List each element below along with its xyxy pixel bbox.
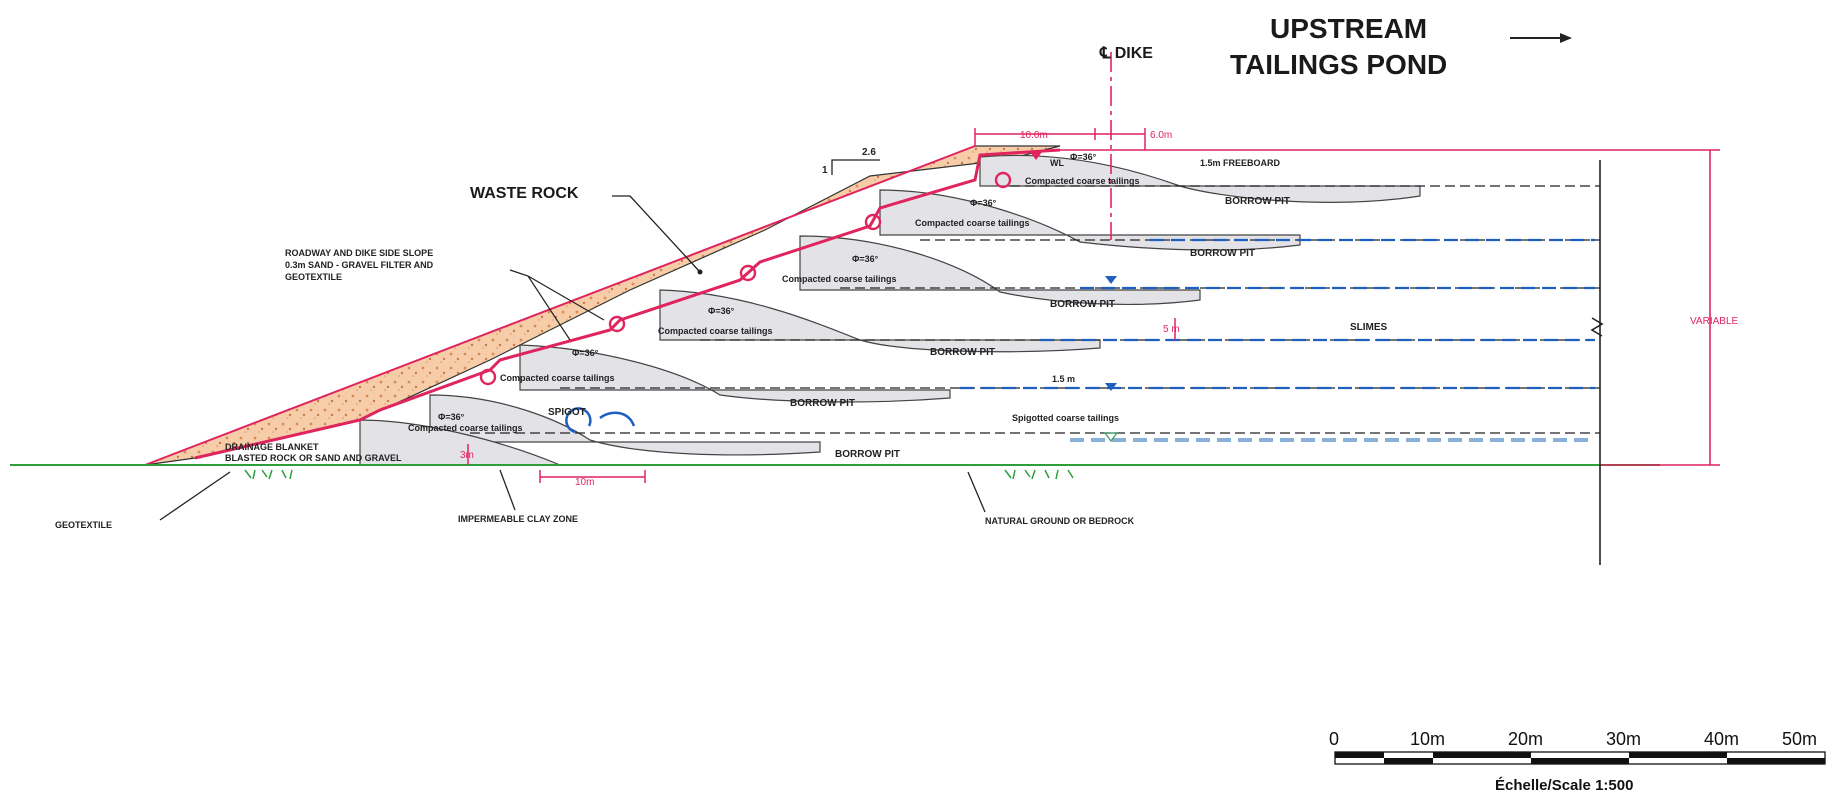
spigot-label: SPIGOT	[548, 407, 586, 418]
dike-centerline-label: ℄ DIKE	[1099, 45, 1153, 62]
scale-tick-30: 30m	[1606, 729, 1641, 749]
natural-ground-leader	[967, 471, 986, 513]
borrow-pit-6: BORROW PIT	[835, 449, 900, 460]
title-line2: TAILINGS POND	[1230, 49, 1447, 80]
spigotted-tailings-label: Spigotted coarse tailings	[1012, 413, 1119, 423]
drainage-label-line2: BLASTED ROCK OR SAND AND GRAVEL	[225, 453, 402, 463]
title-line1: UPSTREAM	[1270, 13, 1427, 44]
roadway-label-line3: GEOTEXTILE	[285, 272, 342, 282]
phi-label-1: Φ=36°	[1070, 152, 1097, 162]
outer-slope-ratio	[831, 159, 880, 175]
drainage-label-line1: DRAINAGE BLANKET	[225, 442, 319, 452]
compacted-tailings-4: Compacted coarse tailings	[658, 326, 773, 336]
variable-dimension	[1060, 149, 1720, 466]
dike-inner-profile	[194, 148, 1061, 460]
upstream-arrow-icon	[1510, 33, 1572, 43]
phi-label-6: Φ=36°	[438, 412, 465, 422]
drain-height-label: 3m	[460, 450, 474, 461]
break-symbol	[1590, 317, 1604, 337]
compacted-tailings-6: Compacted coarse tailings	[408, 423, 523, 433]
scale-caption: Échelle/Scale 1:500	[1495, 777, 1633, 794]
beach-offset-label: 1.5 m	[1052, 374, 1075, 384]
clay-zone-leader	[499, 469, 516, 511]
wl-label: WL	[1050, 158, 1064, 168]
roadway-label-line1: ROADWAY AND DIKE SIDE SLOPE	[285, 248, 433, 258]
crest-left-dimension: 10.0m	[1020, 130, 1048, 141]
spigot-pipe-icon	[565, 407, 636, 434]
borrow-pit-2: BORROW PIT	[1190, 248, 1255, 259]
compacted-tailings-1: Compacted coarse tailings	[1025, 176, 1140, 186]
compacted-tailings-5: Compacted coarse tailings	[500, 373, 615, 383]
slimes-blue-lines	[960, 238, 1595, 390]
borrow-pit-4: BORROW PIT	[930, 347, 995, 358]
scale-tick-0: 0	[1329, 729, 1339, 749]
phi-label-3: Φ=36°	[852, 254, 879, 264]
compacted-tailings-3: Compacted coarse tailings	[782, 274, 897, 284]
outer-filter-line	[144, 145, 976, 466]
roadway-leader	[509, 269, 605, 341]
outer-slope-run: 2.6	[862, 147, 876, 158]
clay-zone-dimension	[539, 470, 646, 483]
borrow-pit-3: BORROW PIT	[1050, 299, 1115, 310]
grass-tufts	[244, 469, 1074, 480]
variable-label: VARIABLE	[1690, 316, 1738, 327]
crest-right-dimension: 6.0m	[1150, 130, 1172, 141]
crest-dimension	[974, 128, 1146, 150]
borrow-pit-5: BORROW PIT	[790, 398, 855, 409]
scale-tick-40: 40m	[1704, 729, 1739, 749]
scale-tick-50: 50m	[1782, 729, 1817, 749]
compacted-tailings-2: Compacted coarse tailings	[915, 218, 1030, 228]
geotextile-label: GEOTEXTILE	[55, 520, 112, 530]
waste-rock-leader	[612, 195, 701, 273]
phi-label-4: Φ=36°	[708, 306, 735, 316]
spigot-points	[479, 171, 1012, 386]
borrow-pit-1: BORROW PIT	[1225, 196, 1290, 207]
tailings-lenses	[359, 154, 1421, 466]
scale-tick-20: 20m	[1508, 729, 1543, 749]
freeboard-label: 1.5m FREEBOARD	[1200, 158, 1281, 168]
clay-zone-label: IMPERMEABLE CLAY ZONE	[458, 514, 578, 524]
phi-label-2: Φ=36°	[970, 198, 997, 208]
outer-slope-rise: 1	[822, 165, 828, 176]
clay-width-label: 10m	[575, 477, 594, 488]
waste-rock-label: WASTE ROCK	[470, 185, 579, 202]
scale-bar	[1334, 751, 1826, 765]
water-level-markers	[1030, 152, 1119, 443]
scale-tick-10: 10m	[1410, 729, 1445, 749]
phi-label-5: Φ=36°	[572, 348, 599, 358]
roadway-label-line2: 0.3m SAND - GRAVEL FILTER AND	[285, 260, 434, 270]
slimes-height-label: 5 m	[1163, 324, 1180, 335]
slimes-label: SLIMES	[1350, 322, 1388, 333]
geotextile-leader	[159, 471, 231, 521]
natural-ground-label: NATURAL GROUND OR BEDROCK	[985, 516, 1135, 526]
